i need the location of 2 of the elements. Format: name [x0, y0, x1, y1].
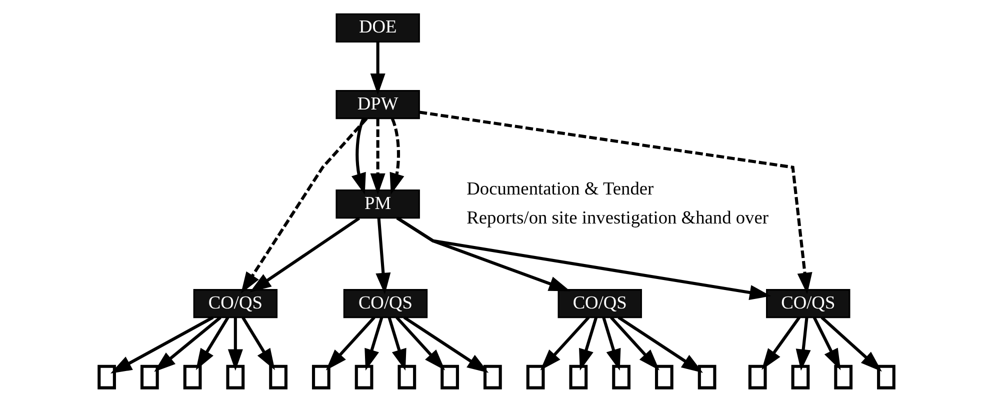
- label: Documentation & Tender: [466, 178, 654, 198]
- label: Reports/on site investigation &hand over: [466, 207, 768, 228]
